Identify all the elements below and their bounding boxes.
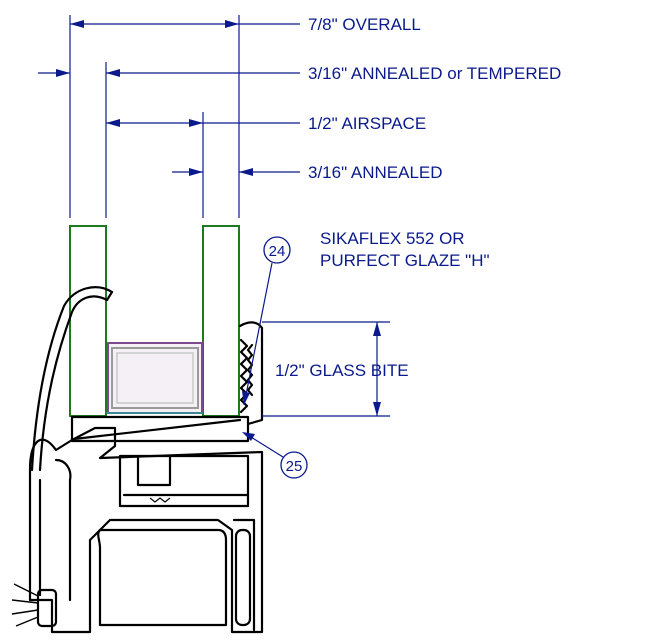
overall-label: 7/8" OVERALL — [308, 15, 421, 34]
outer-lite-label: 3/16" ANNEALED or TEMPERED — [308, 64, 561, 83]
callout-24: 24 — [242, 236, 291, 406]
callout-24-number: 24 — [269, 243, 286, 260]
inner-glass-lite — [202, 225, 240, 417]
airspace-label: 1/2" AIRSPACE — [308, 114, 426, 133]
dimension-outer-lite: 3/16" ANNEALED or TEMPERED — [38, 64, 561, 83]
dimension-inner-lite: 3/16" ANNEALED — [172, 163, 443, 182]
spacer — [107, 342, 203, 414]
sealant-bead — [238, 321, 264, 426]
extension-lines — [69, 15, 240, 218]
dimension-airspace: 1/2" AIRSPACE — [106, 114, 426, 133]
glass-bite-label: 1/2" GLASS BITE — [275, 361, 409, 380]
callout-25: 25 — [242, 432, 308, 479]
dimension-overall: 7/8" OVERALL — [70, 15, 421, 34]
outer-glass-lite — [69, 225, 107, 417]
inner-lite-label: 3/16" ANNEALED — [308, 163, 443, 182]
sealant-note: SIKAFLEX 552 OR PURFECT GLAZE "H" — [320, 229, 490, 270]
dimension-glass-bite: 1/2" GLASS BITE — [262, 321, 409, 417]
sealant-note-line1: SIKAFLEX 552 OR — [320, 229, 465, 248]
sealant-note-line2: PURFECT GLAZE "H" — [320, 251, 490, 270]
frame-profile — [11, 426, 264, 634]
callout-25-number: 25 — [286, 458, 303, 475]
setting-block — [70, 412, 250, 443]
exterior-gasket — [30, 286, 114, 472]
